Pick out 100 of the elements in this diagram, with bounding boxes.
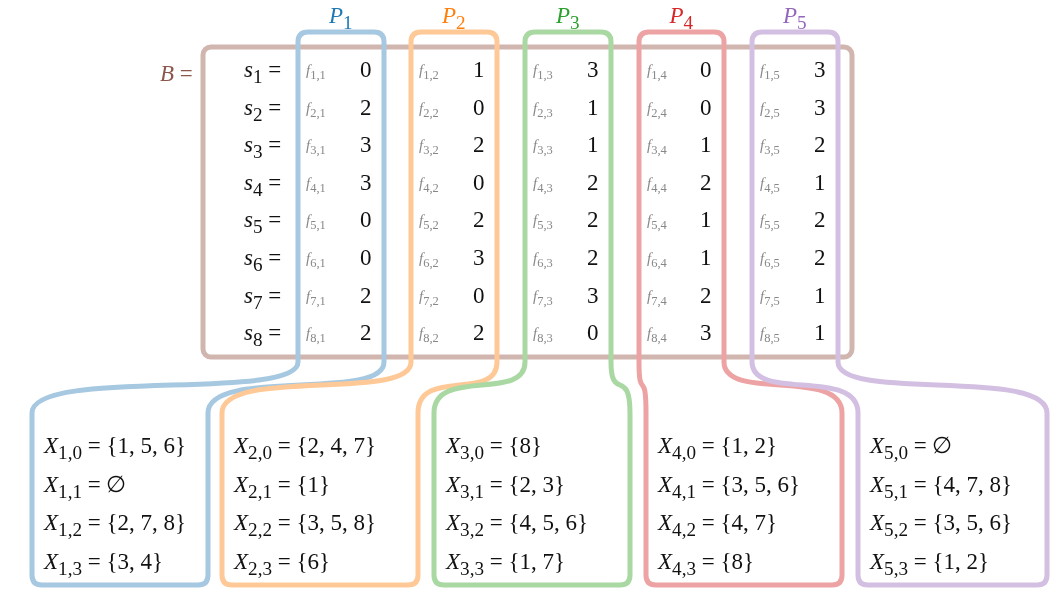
set-definition: X$_{5,1}$ = {4, 7, 8}: [870, 471, 1013, 504]
index-label: f$_{7,4}$: [647, 286, 667, 310]
matrix-entry: 3: [700, 320, 712, 347]
matrix-entry: 0: [473, 282, 485, 309]
index-label: f$_{8,3}$: [533, 324, 553, 348]
matrix-entry: 0: [700, 94, 712, 121]
set-definition: X$_{2,1}$ = {1}: [234, 471, 331, 504]
index-label: f$_{5,5}$: [760, 211, 780, 235]
index-label: f$_{7,1}$: [306, 286, 326, 310]
index-label: f$_{8,4}$: [647, 324, 667, 348]
index-label: f$_{1,4}$: [647, 61, 667, 84]
matrix-entry: 2: [360, 320, 372, 347]
set-definition: X$_{2,3}$ = {6}: [234, 548, 331, 581]
set-definition: X$_{4,0}$ = {1, 2}: [658, 433, 778, 465]
index-label: f$_{6,3}$: [533, 249, 553, 272]
matrix-entry: 0: [473, 169, 485, 196]
row-label: s$_{3}$ =: [244, 132, 282, 164]
index-label: f$_{3,4}$: [647, 136, 667, 160]
index-label: f$_{3,2}$: [419, 136, 439, 160]
column-heading: P$_{3}$: [556, 3, 580, 35]
matrix-entry: 3: [814, 57, 826, 83]
matrix-entry: 1: [814, 169, 826, 196]
matrix-entry: 1: [587, 94, 599, 121]
matrix-entry: 1: [700, 207, 712, 234]
matrix-entry: 3: [473, 245, 485, 271]
index-label: f$_{6,1}$: [306, 249, 326, 272]
index-label: f$_{1,1}$: [306, 61, 326, 84]
set-definition: X$_{1,0}$ = {1, 5, 6}: [44, 433, 187, 465]
set-definition: X$_{2,2}$ = {3, 5, 8}: [234, 510, 377, 542]
row-label: s$_{8}$ =: [244, 320, 282, 352]
matrix-entry: 3: [360, 132, 372, 159]
matrix-entry: 1: [700, 245, 712, 271]
index-label: f$_{2,3}$: [533, 98, 553, 122]
set-definition: X$_{4,2}$ = {4, 7}: [658, 510, 778, 542]
index-label: f$_{5,4}$: [647, 211, 667, 235]
matrix-entry: 2: [814, 132, 826, 159]
set-definition: X$_{5,3}$ = {1, 2}: [870, 548, 990, 581]
index-label: f$_{4,5}$: [760, 173, 780, 197]
matrix-entry: 2: [814, 245, 826, 271]
matrix-entry: 2: [473, 207, 485, 234]
matrix-entry: 1: [814, 282, 826, 309]
index-label: f$_{8,2}$: [419, 324, 439, 348]
index-label: f$_{4,1}$: [306, 173, 326, 197]
set-definition: X$_{3,0}$ = {8}: [446, 433, 543, 465]
matrix-entry: 0: [700, 57, 712, 83]
matrix-entry: 2: [473, 320, 485, 347]
index-label: f$_{4,2}$: [419, 173, 439, 197]
matrix-name: B =: [160, 61, 193, 87]
matrix-entry: 2: [587, 169, 599, 196]
index-label: f$_{3,5}$: [760, 136, 780, 160]
row-label: s$_{4}$ =: [244, 169, 282, 202]
column-heading: P$_{4}$: [669, 3, 694, 35]
set-definition: X$_{5,0}$ = ∅: [870, 433, 953, 465]
index-label: f$_{8,1}$: [306, 324, 326, 348]
column-heading: P$_{2}$: [442, 3, 466, 35]
index-label: f$_{7,2}$: [419, 286, 439, 310]
set-definition: X$_{5,2}$ = {3, 5, 6}: [870, 510, 1013, 542]
set-definition: X$_{4,1}$ = {3, 5, 6}: [658, 471, 801, 504]
index-label: f$_{3,1}$: [306, 136, 326, 160]
set-definition: X$_{1,3}$ = {3, 4}: [44, 548, 164, 581]
row-label: s$_{5}$ =: [244, 207, 282, 239]
matrix-entry: 2: [814, 207, 826, 234]
index-label: f$_{1,2}$: [419, 61, 439, 84]
row-label: s$_{1}$ =: [244, 57, 282, 89]
index-label: f$_{5,3}$: [533, 211, 553, 235]
index-label: f$_{1,5}$: [760, 61, 780, 84]
set-definition: X$_{3,3}$ = {1, 7}: [446, 548, 566, 581]
matrix-entry: 2: [360, 282, 372, 309]
matrix-entry: 1: [473, 57, 485, 83]
index-label: f$_{2,5}$: [760, 98, 780, 122]
index-label: f$_{5,2}$: [419, 211, 439, 235]
set-definition: X$_{1,2}$ = {2, 7, 8}: [44, 510, 187, 542]
index-label: f$_{7,3}$: [533, 286, 553, 310]
matrix-entry: 3: [360, 169, 372, 196]
matrix-entry: 2: [700, 169, 712, 196]
set-definition: X$_{4,3}$ = {8}: [658, 548, 755, 581]
matrix-entry: 0: [587, 320, 599, 347]
matrix-entry: 0: [360, 207, 372, 234]
column-heading: P$_{5}$: [783, 3, 807, 35]
index-label: f$_{2,1}$: [306, 98, 326, 122]
set-definition: X$_{2,0}$ = {2, 4, 7}: [234, 433, 377, 465]
index-label: f$_{5,1}$: [306, 211, 326, 235]
column-heading: P$_{1}$: [329, 3, 353, 35]
matrix-entry: 1: [814, 320, 826, 347]
matrix-entry: 2: [587, 245, 599, 271]
matrix-entry: 2: [473, 132, 485, 159]
index-label: f$_{1,3}$: [533, 61, 553, 84]
matrix-entry: 0: [473, 94, 485, 121]
index-label: f$_{7,5}$: [760, 286, 780, 310]
matrix-entry: 3: [814, 94, 826, 121]
index-label: f$_{8,5}$: [760, 324, 780, 348]
index-label: f$_{4,3}$: [533, 173, 553, 197]
matrix-entry: 0: [360, 57, 372, 83]
row-label: s$_{6}$ =: [244, 245, 282, 277]
matrix-entry: 3: [587, 57, 599, 83]
matrix-entry: 2: [700, 282, 712, 309]
row-label: s$_{2}$ =: [244, 94, 282, 127]
matrix-entry: 1: [700, 132, 712, 159]
index-label: f$_{2,2}$: [419, 98, 439, 122]
set-definition: X$_{3,2}$ = {4, 5, 6}: [446, 510, 589, 542]
